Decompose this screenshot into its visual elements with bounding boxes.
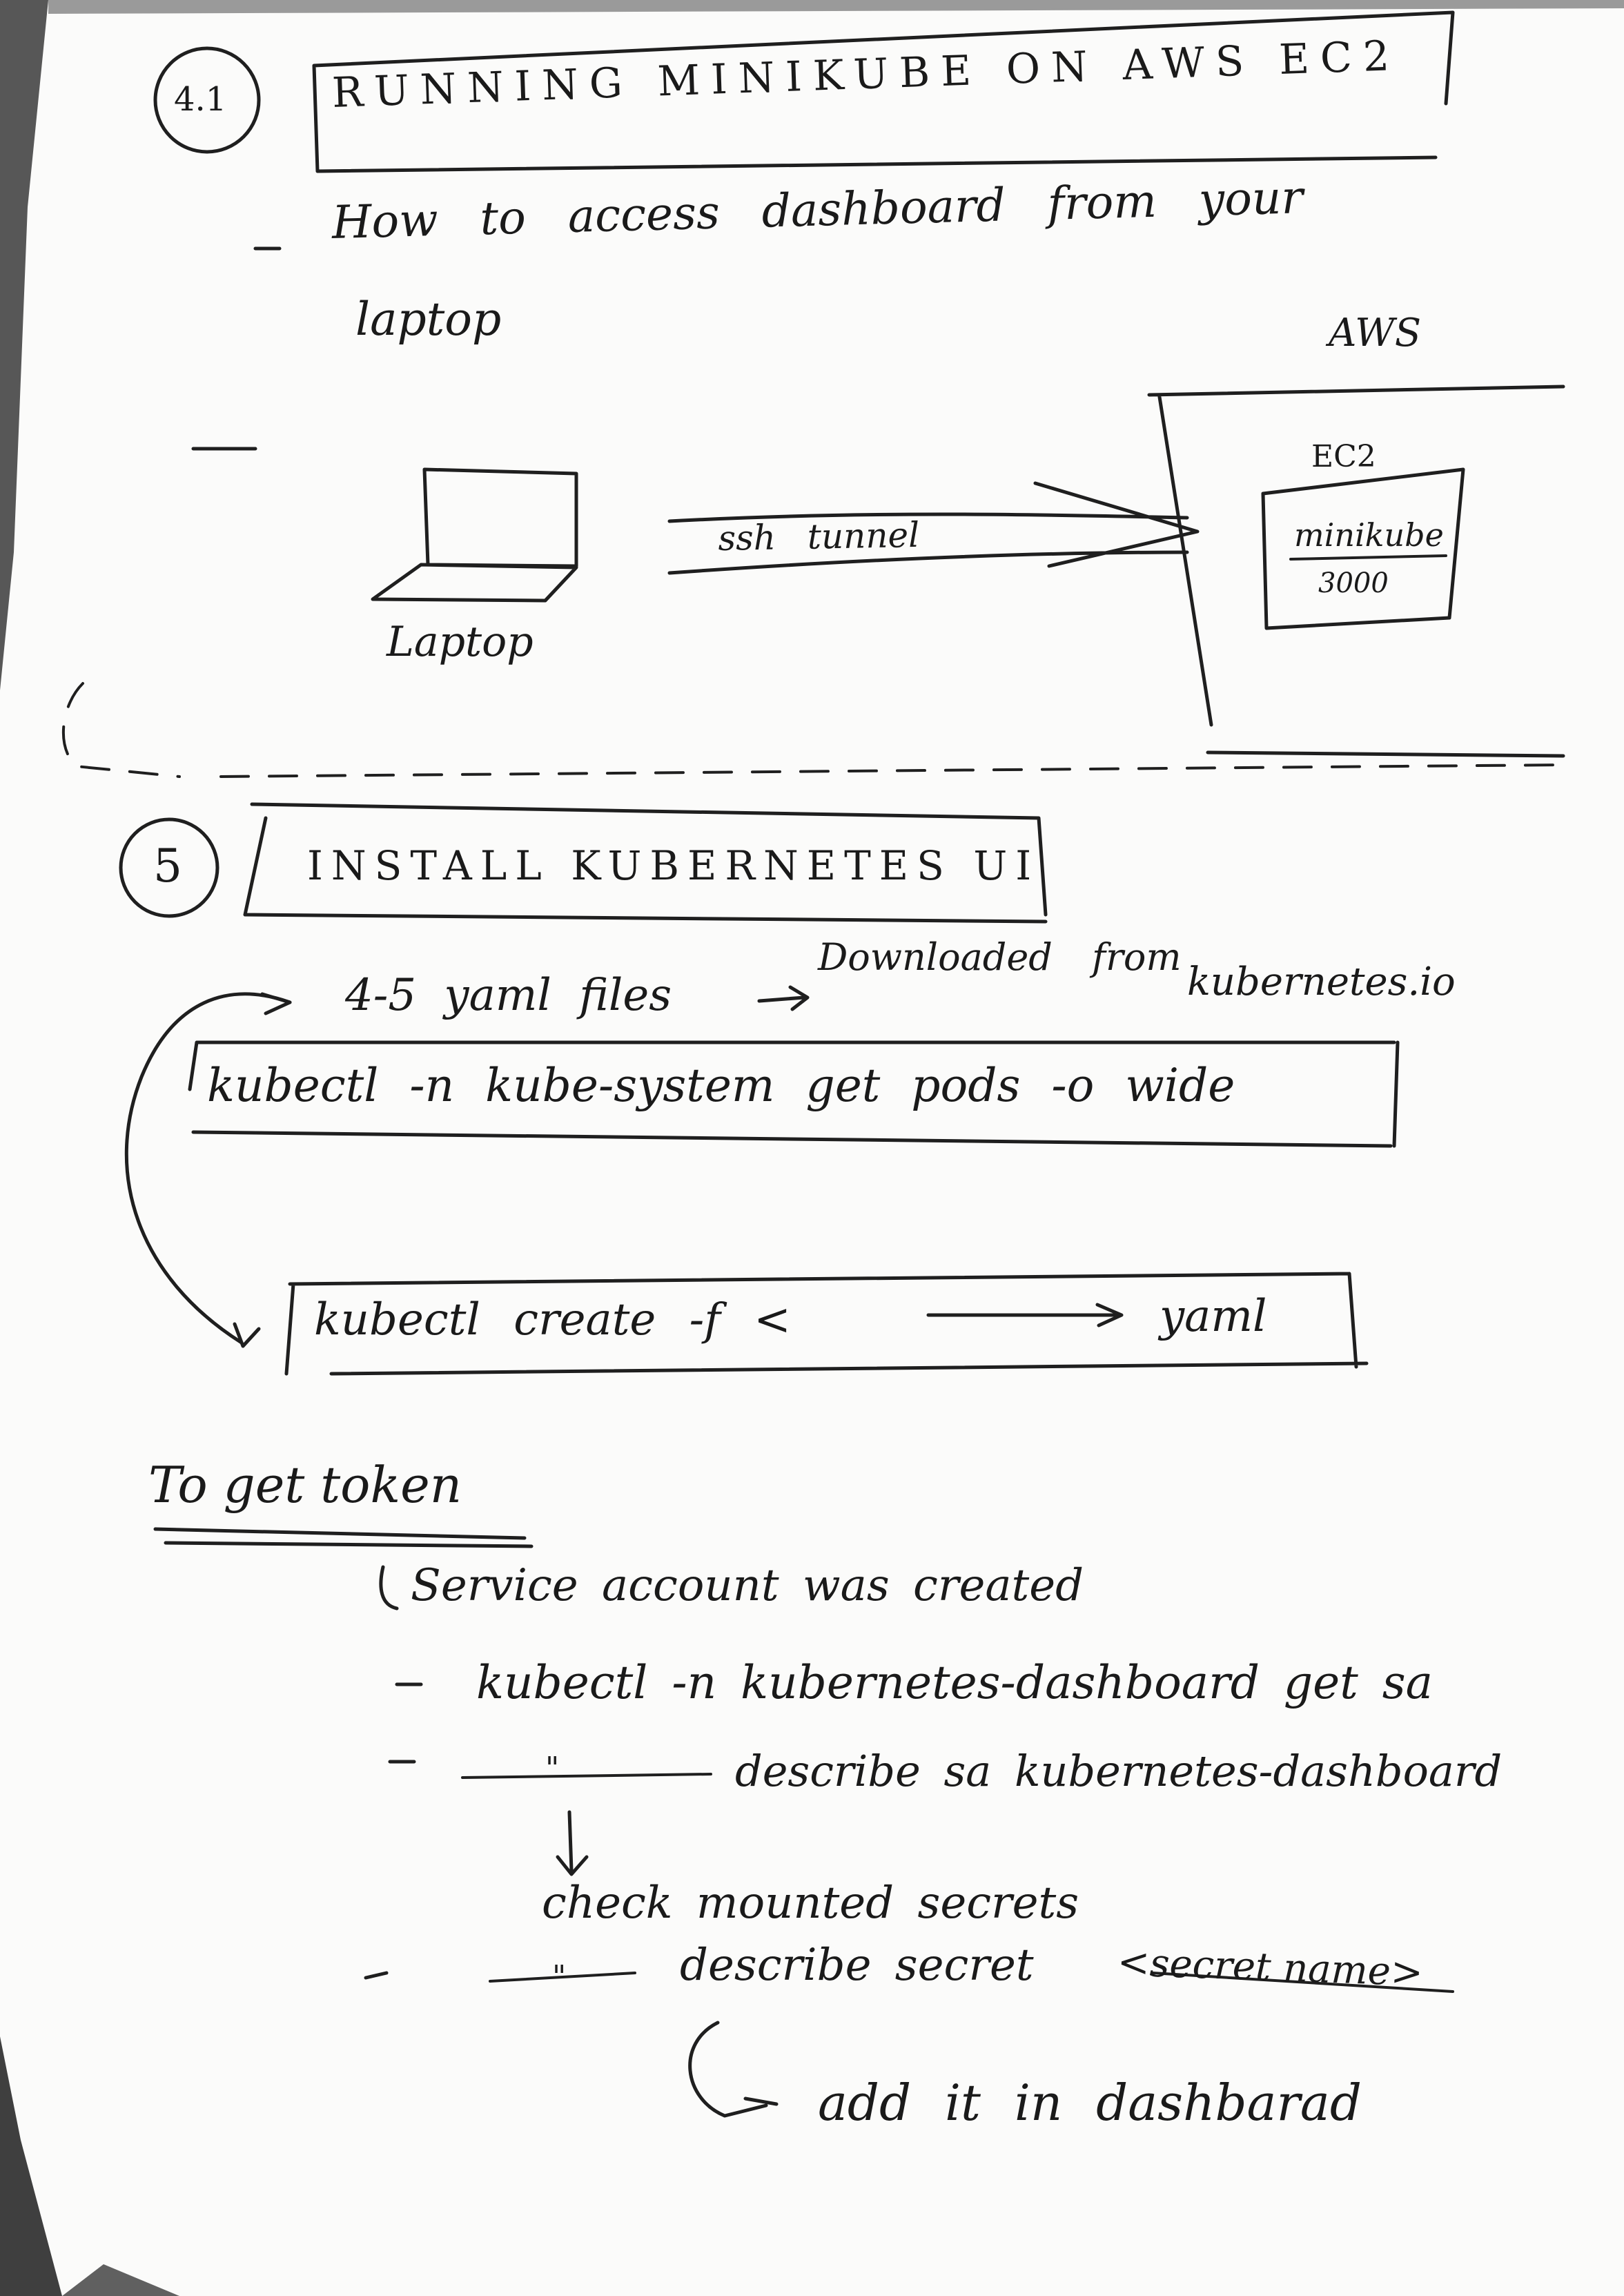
step-6-hook bbox=[688, 2021, 779, 2118]
check-down-arrow bbox=[556, 1810, 589, 1876]
step-3-ditto-line bbox=[461, 1773, 712, 1779]
minikube-underline bbox=[1289, 554, 1447, 561]
token-step-4: check mounted secrets bbox=[542, 1878, 1079, 1929]
yaml-files-text: 4-5 yaml files bbox=[345, 970, 672, 1021]
section-4-1-circle bbox=[153, 46, 261, 154]
ssh-tunnel-arrow bbox=[667, 481, 1200, 575]
section-5-title: INSTALL KUBERNETES UI bbox=[307, 842, 1040, 889]
loop-arrow-head-top bbox=[260, 992, 292, 1015]
aws-label: AWS bbox=[1329, 311, 1422, 356]
section-5-title-box bbox=[243, 802, 1048, 924]
shadow-top-edge bbox=[48, 0, 1624, 14]
command-1: kubectl -n kube-system get pods -o wide bbox=[207, 1059, 1235, 1112]
ec2-label: EC2 bbox=[1311, 439, 1376, 474]
shadow-bottom-left bbox=[0, 2036, 62, 2296]
ec2-box bbox=[1261, 467, 1465, 630]
command-2-arrow bbox=[926, 1303, 1124, 1327]
step-1-hook bbox=[379, 1565, 399, 1611]
note-line-2: laptop bbox=[355, 293, 502, 346]
section-separator bbox=[61, 682, 1561, 778]
aws-boundary bbox=[1147, 385, 1565, 758]
loop-arrow bbox=[124, 992, 292, 1345]
files-arrow bbox=[757, 985, 810, 1011]
section-4-1-title-box bbox=[312, 10, 1455, 173]
section-4-1-number: 4.1 bbox=[174, 80, 227, 119]
token-step-2: kubectl -n kubernetes-dashboard get sa bbox=[476, 1656, 1433, 1709]
command-2-tail: yaml bbox=[1160, 1291, 1267, 1342]
downloaded-from-text: Downloaded from bbox=[818, 935, 1182, 979]
command-1-box bbox=[188, 1040, 1400, 1148]
minikube-label: minikube bbox=[1294, 516, 1444, 554]
command-2-box bbox=[284, 1272, 1369, 1376]
laptop-icon bbox=[371, 467, 578, 603]
shadow-bottom-corner bbox=[62, 2264, 179, 2296]
loop-arrow-head-bottom bbox=[233, 1322, 261, 1348]
token-step-5: describe secret bbox=[680, 1940, 1034, 1991]
shadow-left-edge bbox=[0, 0, 48, 690]
token-step-5-arg: <secret name> bbox=[1116, 1940, 1424, 1996]
command-2: kubectl create -f < bbox=[314, 1294, 791, 1345]
step-5-dash bbox=[364, 1971, 389, 1980]
step-5-ditto-line bbox=[489, 1972, 636, 1983]
kubernetes-io-text: kubernetes.io bbox=[1187, 960, 1456, 1004]
port-label: 3000 bbox=[1318, 567, 1389, 599]
token-step-3: describe sa kubernetes-dashboard bbox=[735, 1746, 1503, 1796]
secret-name-strike bbox=[1151, 1972, 1454, 1993]
section-5-circle bbox=[119, 817, 219, 918]
ssh-tunnel-label: ssh tunnel bbox=[717, 514, 920, 558]
token-step-3-mark: " bbox=[545, 1751, 560, 1786]
token-heading-underline bbox=[153, 1527, 534, 1548]
token-heading: To get token bbox=[148, 1456, 462, 1514]
token-step-6: add it in dashbarad bbox=[818, 2074, 1362, 2132]
laptop-label: Laptop bbox=[387, 618, 534, 666]
token-step-5-mark: " bbox=[552, 1959, 567, 1994]
section-5-number: 5 bbox=[153, 839, 182, 893]
token-step-1: Service account was created bbox=[411, 1560, 1084, 1611]
